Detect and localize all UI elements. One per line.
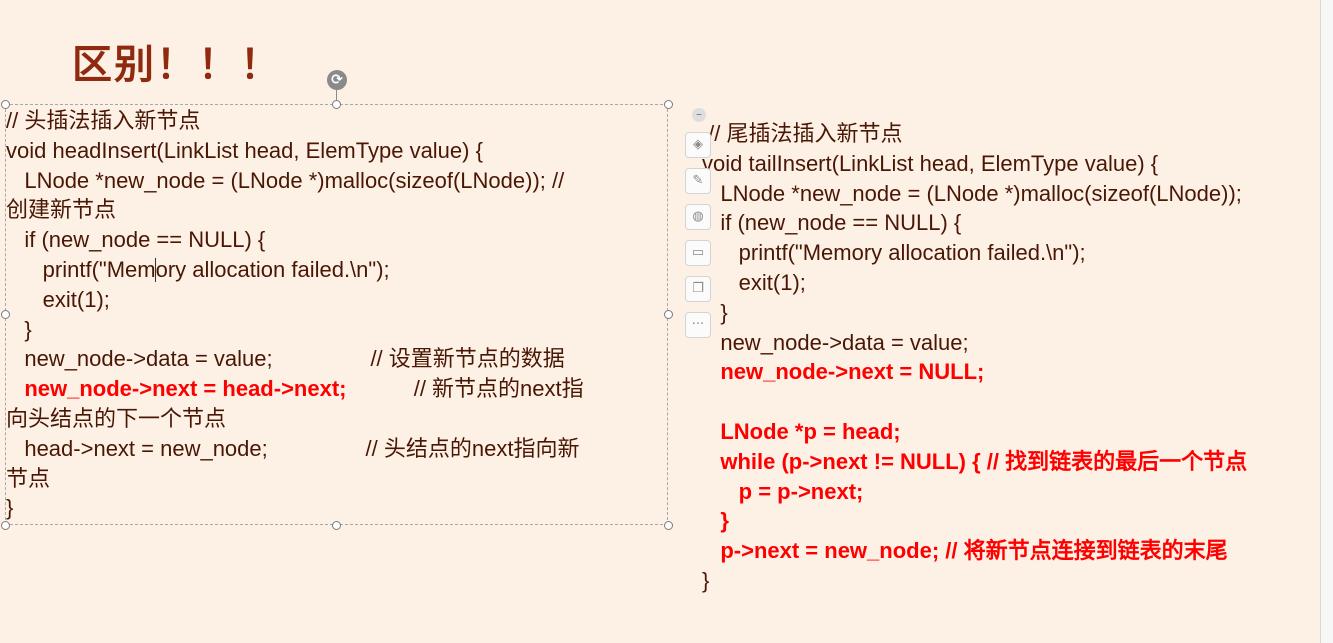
code-line: new_node->data = value; [702, 329, 969, 355]
screen-icon[interactable]: ▭ [685, 240, 711, 266]
code-line: // 尾插法插入新节点 [702, 121, 903, 146]
rotate-handle-stem [336, 90, 337, 104]
resize-handle-left[interactable] [1, 310, 10, 319]
code-line: // 头插法插入新节点 [6, 108, 201, 133]
resize-handle-top[interactable] [332, 100, 341, 109]
highlighted-code: new_node->next = head->next; [6, 376, 347, 402]
highlighted-code: while (p->next != NULL) { // 找到链表的最后一个节点 [702, 448, 1248, 474]
scrollbar-track[interactable] [1320, 0, 1333, 643]
code-line: head->next = new_node; // 头结点的next指向新 [6, 435, 580, 461]
rotate-icon[interactable]: ⟳ [327, 70, 347, 90]
tail-insert-code-textbox[interactable]: // 尾插法插入新节点 void tailInsert(LinkList head… [702, 119, 1247, 596]
code-line: printf("Memory allocation failed.\n"); [6, 255, 584, 285]
code-line [702, 387, 1247, 417]
code-line: } [6, 316, 32, 342]
layers-icon[interactable]: ◈ [685, 132, 711, 158]
code-text: ory allocation failed.\n"); [155, 256, 390, 282]
highlighted-code: LNode *p = head; [702, 418, 901, 444]
code-line: if (new_node == NULL) { [6, 227, 266, 253]
code-line: void headInsert(LinkList head, ElemType … [6, 137, 483, 163]
highlighted-code: } [702, 508, 729, 534]
resize-handle-bottom[interactable] [332, 521, 341, 530]
code-line: } [702, 299, 728, 325]
code-line: printf("Memory allocation failed.\n"); [702, 240, 1086, 266]
code-text: printf("Mem [6, 256, 156, 282]
code-line: exit(1); [6, 286, 110, 312]
code-comment: // 新节点的next指 [346, 376, 584, 402]
code-line: while (p->next != NULL) { // 找到链表的最后一个节点 [702, 447, 1247, 477]
code-line: void tailInsert(LinkList head, ElemType … [702, 150, 1159, 176]
code-line: LNode *new_node = (LNode *)malloc(sizeof… [6, 167, 565, 193]
highlighted-code: new_node->next = NULL; [702, 359, 985, 385]
code-line: } [702, 506, 1247, 536]
resize-handle-right[interactable] [664, 310, 673, 319]
text-cursor [155, 257, 157, 282]
slide-title[interactable]: 区别！！！ [72, 42, 282, 88]
code-line: new_node->next = head->next; // 新节点的next… [6, 374, 584, 404]
code-line: LNode *p = head; [702, 417, 1247, 447]
code-line: LNode *new_node = (LNode *)malloc(sizeof… [702, 180, 1242, 206]
resize-handle-top-left[interactable] [1, 100, 10, 109]
highlighted-code: p->next = new_node; // 将新节点连接到链表的末尾 [702, 538, 1228, 564]
code-line: new_node->data = value; // 设置新节点的数据 [6, 346, 565, 372]
code-line: new_node->next = NULL; [702, 357, 1247, 387]
code-line: exit(1); [702, 269, 806, 295]
code-line: } [6, 495, 14, 521]
code-line: p = p->next; [702, 477, 1247, 507]
resize-handle-bottom-left[interactable] [1, 521, 10, 530]
code-line: 节点 [6, 465, 51, 491]
slides-icon[interactable]: ❐ [685, 276, 711, 302]
highlighted-code: p = p->next; [702, 478, 864, 504]
code-line: 创建新节点 [6, 197, 117, 223]
code-line: if (new_node == NULL) { [702, 210, 962, 236]
resize-handle-bottom-right[interactable] [664, 521, 673, 530]
more-icon[interactable]: ··· [685, 312, 711, 338]
code-line: p->next = new_node; // 将新节点连接到链表的末尾 [702, 536, 1247, 566]
code-line: 向头结点的下一个节点 [6, 405, 227, 431]
collapse-toolbar-button[interactable]: – [692, 108, 706, 122]
pen-icon[interactable]: ✎ [685, 168, 711, 194]
resize-handle-top-right[interactable] [664, 100, 673, 109]
head-insert-code-textbox[interactable]: // 头插法插入新节点 void headInsert(LinkList head… [6, 106, 584, 523]
fill-icon[interactable]: ◍ [685, 204, 711, 230]
code-line: } [702, 567, 710, 593]
